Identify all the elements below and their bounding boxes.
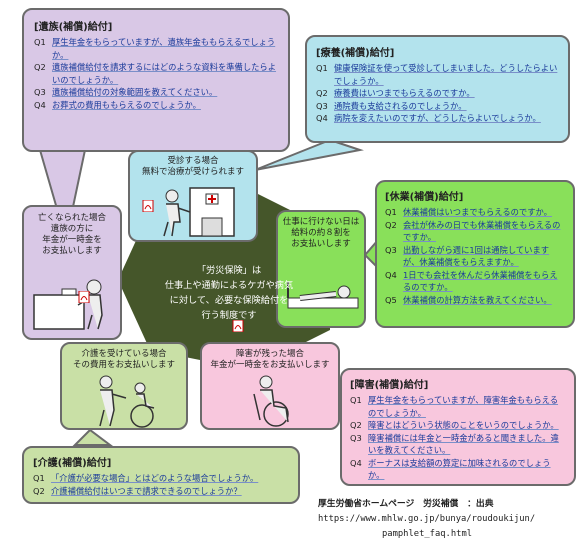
question-item[interactable]: Q1 休業補償はいつまでもらえるのですか。 xyxy=(385,206,565,219)
bed-patient-illustration xyxy=(287,282,359,309)
question-link[interactable]: 「介護が必要な場合」とはどのような場合でしょうか。 xyxy=(51,473,259,483)
care-callout-tail xyxy=(72,428,113,446)
leave-picture-box: 仕事に行けない日は 給料の約８割を お支払いします xyxy=(276,210,366,328)
question-item[interactable]: Q1 「介護が必要な場合」とはどのような場合でしょうか。 xyxy=(33,472,289,485)
leave-question-list: Q1 休業補償はいつまでもらえるのですか。 Q2 会社が休みの日でも休業補償をもらえる… xyxy=(385,206,565,306)
source-url-line-2[interactable]: pamphlet_faq.html xyxy=(382,529,473,539)
wheelchair-user-illustration xyxy=(253,375,289,427)
pdf-icon xyxy=(232,320,244,332)
question-item[interactable]: Q4 ボーナスは支給額の算定に加味されるのでしょうか。 xyxy=(350,457,566,482)
care-question-list: Q1 「介護が必要な場合」とはどのような場合でしょうか。 Q2 介護補償給付はいつまで… xyxy=(33,472,289,497)
center-description: 「労災保険」は 仕事上や通勤によるケガや病気 に対して、必要な保険給付を 行う制… xyxy=(164,265,294,321)
source-line-1: 厚生労働省ホームページ 労災補償 ：出典 xyxy=(318,499,494,509)
disability-caption: 障害が残った場合 年金が一時金をお支払いします xyxy=(210,349,330,370)
question-item[interactable]: Q2 療養費はいつまでもらえるのですか。 xyxy=(316,87,559,100)
question-link[interactable]: 遺族補償給付を請求するにはどのような資料を準備したらよいのでしょうか。 xyxy=(52,62,277,85)
question-number: Q2 xyxy=(33,485,45,496)
question-link[interactable]: 会社が休みの日でも休業補償をもらえるのですか。 xyxy=(403,219,561,243)
question-number: Q4 xyxy=(316,113,328,123)
disability-title: [障害(補償)給付] xyxy=(350,380,429,391)
question-item[interactable]: Q1 健康保険証を使って受診してしまいました。どうしたらよいでしょうか。 xyxy=(316,62,559,87)
medical-question-list: Q1 健康保険証を使って受診してしまいました。どうしたらよいでしょうか。 Q2 療養費… xyxy=(316,62,559,125)
pdf-icon xyxy=(142,200,154,212)
question-number: Q2 xyxy=(34,62,46,72)
medical-picture-box: 受診する場合 無料で治療が受けられます xyxy=(128,150,258,242)
question-link[interactable]: 通院費も支給されるのでしょうか。 xyxy=(334,100,467,111)
question-item[interactable]: Q4 1日でも会社を休んだら休業補償をもらえるのですか。 xyxy=(385,269,565,294)
question-link[interactable]: 障害とはどういう状態のことをいうのでしょうか。 xyxy=(368,420,559,430)
question-number: Q3 xyxy=(385,244,397,255)
question-number: Q1 xyxy=(350,395,362,405)
question-item[interactable]: Q1 厚生年金をもらっていますが、障害年金ももらえるのでしょうか。 xyxy=(350,394,566,419)
question-link[interactable]: 健康保険証を使って受診してしまいました。どうしたらよいでしょうか。 xyxy=(334,63,558,86)
question-link[interactable]: 厚生年金をもらっていますが、障害年金ももらえるのでしょうか。 xyxy=(368,395,559,418)
question-link[interactable]: 休業補償の計算方法を教えてください。 xyxy=(403,294,552,305)
question-number: Q1 xyxy=(34,37,46,47)
hospital-illustration xyxy=(163,187,235,237)
disability-faq-box: [障害(補償)給付] Q1 厚生年金をもらっていますが、障害年金ももらえるのでしょ… xyxy=(340,368,576,486)
bereaved-faq-box: [遺族(補償)給付] Q1 厚生年金をもらっていますが、遺族年金ももらえるでしょう… xyxy=(22,8,290,152)
question-item[interactable]: Q3 遺族補償給付の対象範囲を教えてください。 xyxy=(34,86,278,99)
question-item[interactable]: Q1 厚生年金をもらっていますが、遺族年金ももらえるでしょうか。 xyxy=(34,36,278,61)
question-item[interactable]: Q2 会社が休みの日でも休業補償をもらえるのですか。 xyxy=(385,219,565,244)
wheelchair-care-illustration xyxy=(99,375,155,428)
leave-title: [休業(補償)給付] xyxy=(385,192,464,203)
medical-callout-tail xyxy=(254,138,364,171)
question-item[interactable]: Q2 遺族補償給付を請求するにはどのような資料を準備したらよいのでしょうか。 xyxy=(34,61,278,86)
question-link[interactable]: ボーナスは支給額の算定に加味されるのでしょうか。 xyxy=(368,457,551,481)
question-link[interactable]: お葬式の費用ももらえるのでしょうか。 xyxy=(52,99,201,110)
medical-faq-box: [療養(補償)給付] Q1 健康保険証を使って受診してしまいました。どうしたらよい… xyxy=(305,35,570,143)
question-link[interactable]: 遺族補償給付の対象範囲を教えてください。 xyxy=(52,87,218,97)
question-link[interactable]: 1日でも会社を休んだら休業補償をもらえるのですか。 xyxy=(403,269,558,293)
care-caption: 介護を受けている場合 その費用をお支払いします xyxy=(72,349,175,370)
bereaved-title: [遺族(補償)給付] xyxy=(34,22,113,33)
source-url-line-1[interactable]: https://www.mhlw.go.jp/bunya/roudoukijun… xyxy=(318,514,536,524)
question-link[interactable]: 介護補償給付はいつまで請求できるのでしょうか？ xyxy=(51,485,242,496)
question-number: Q1 xyxy=(316,63,328,73)
question-item[interactable]: Q5 休業補償の計算方法を教えてください。 xyxy=(385,294,565,307)
counter-illustration xyxy=(33,279,103,330)
question-item[interactable]: Q3 通院費も支給されるのでしょうか。 xyxy=(316,100,559,113)
question-link[interactable]: 休業補償はいつまでもらえるのですか。 xyxy=(403,207,552,217)
question-link[interactable]: 療養費はいつまでもらえるのですか。 xyxy=(334,88,475,98)
question-number: Q3 xyxy=(350,432,362,443)
question-number: Q3 xyxy=(316,100,328,111)
question-link[interactable]: 出勤しながら週に1回は通院していますが、休業補償をもらえますか。 xyxy=(403,244,550,268)
question-number: Q3 xyxy=(34,87,46,97)
disability-picture-box: 障害が残った場合 年金が一時金をお支払いします xyxy=(200,342,340,430)
disability-question-list: Q1 厚生年金をもらっていますが、障害年金ももらえるのでしょうか。 Q2 障害とはどう… xyxy=(350,394,566,482)
question-item[interactable]: Q3 出勤しながら週に1回は通院していますが、休業補償をもらえますか。 xyxy=(385,244,565,269)
question-link[interactable]: 病院を変えたいのですが、どうしたらよいでしょうか。 xyxy=(334,113,541,123)
question-number: Q2 xyxy=(316,88,328,98)
pdf-icon xyxy=(78,291,90,303)
question-item[interactable]: Q2 介護補償給付はいつまで請求できるのでしょうか？ xyxy=(33,485,289,498)
question-number: Q2 xyxy=(350,420,362,430)
question-number: Q5 xyxy=(385,294,397,305)
question-item[interactable]: Q2 障害とはどういう状態のことをいうのでしょうか。 xyxy=(350,419,566,432)
question-link[interactable]: 厚生年金をもらっていますが、遺族年金ももらえるでしょうか。 xyxy=(52,37,276,60)
question-number: Q1 xyxy=(385,207,397,217)
question-number: Q4 xyxy=(350,457,362,468)
medical-caption: 受診する場合 無料で治療が受けられます xyxy=(141,156,244,177)
question-item[interactable]: Q4 お葬式の費用ももらえるのでしょうか。 xyxy=(34,99,278,112)
question-number: Q4 xyxy=(34,99,46,110)
question-item[interactable]: Q4 病院を変えたいのですが、どうしたらよいでしょうか。 xyxy=(316,112,559,125)
leave-caption: 仕事に行けない日は 給料の約８割を お支払いします xyxy=(282,217,360,249)
bereaved-question-list: Q1 厚生年金をもらっていますが、遺族年金ももらえるでしょうか。 Q2 遺族補償給付を… xyxy=(34,36,278,111)
bereaved-caption: 亡くなられた場合 遺族の方に 年金が一時金を お支払いします xyxy=(37,213,106,256)
question-item[interactable]: Q3 障害補償には年金と一時金があると聞きました。違いを教えてください。 xyxy=(350,432,566,457)
bereaved-picture-box: 亡くなられた場合 遺族の方に 年金が一時金を お支払いします xyxy=(22,205,122,340)
medical-title: [療養(補償)給付] xyxy=(316,48,395,59)
question-link[interactable]: 障害補償には年金と一時金があると聞きました。違いを教えてください。 xyxy=(368,432,559,456)
leave-faq-box: [休業(補償)給付] Q1 休業補償はいつまでもらえるのですか。 Q2 会社が休みの日… xyxy=(375,180,575,328)
care-picture-box: 介護を受けている場合 その費用をお支払いします xyxy=(60,342,188,430)
question-number: Q1 xyxy=(33,473,45,483)
care-faq-box: [介護(補償)給付] Q1 「介護が必要な場合」とはどのような場合でしょうか。 Q2… xyxy=(22,446,300,504)
care-title: [介護(補償)給付] xyxy=(33,458,112,469)
question-number: Q2 xyxy=(385,219,397,230)
source-citation: 厚生労働省ホームページ 労災補償 ：出典 https://www.mhlw.go… xyxy=(318,497,578,542)
question-number: Q4 xyxy=(385,269,397,280)
